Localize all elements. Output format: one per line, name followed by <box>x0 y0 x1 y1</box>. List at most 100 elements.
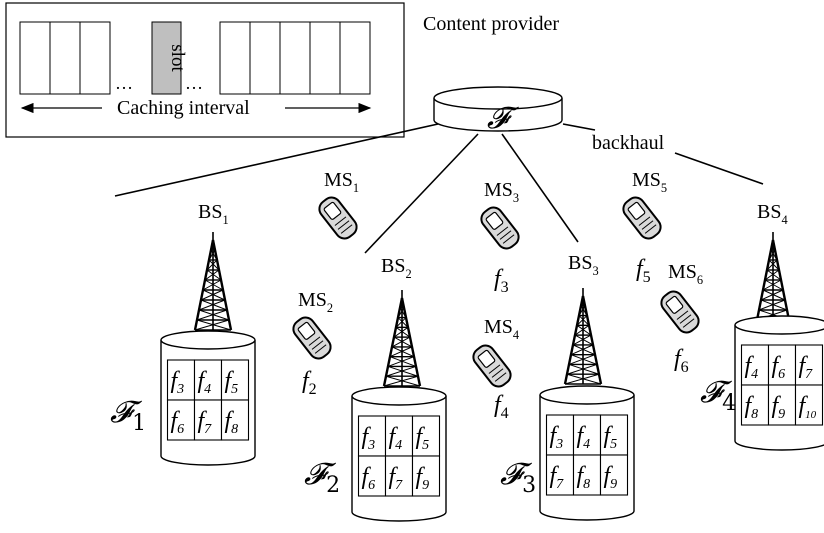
file-index: 4 <box>583 437 590 452</box>
file-index: 4 <box>204 382 211 397</box>
link-bs3 <box>501 133 579 243</box>
slot-row-left <box>19 21 111 95</box>
cached-file-label: f4 <box>389 424 403 453</box>
cached-file-label: f5 <box>416 424 430 453</box>
ellipsis-left: … <box>115 73 133 93</box>
mobile-station-label-sub: 3 <box>513 191 519 205</box>
file-letter: f <box>494 266 504 292</box>
mobile-station-label-main: MS <box>668 261 697 283</box>
slot-row-right <box>219 21 371 95</box>
file-index: 7 <box>395 478 403 493</box>
mobile-station-label: MS1 <box>324 169 359 195</box>
file-letter: f <box>362 464 372 490</box>
base-station-label-main: BS <box>757 201 781 223</box>
cached-file-label: f3 <box>362 424 376 453</box>
file-index: 4 <box>751 367 758 382</box>
mobile-station-6: MS6 f6 <box>660 261 703 376</box>
file-letter: f <box>225 368 235 394</box>
file-index: 6 <box>177 422 184 437</box>
file-letter: f <box>799 393 809 419</box>
mobile-station-label-main: MS <box>484 179 513 201</box>
base-station-label: BS2 <box>381 255 412 281</box>
cache-set-index: 4 <box>722 391 736 416</box>
file-letter: f <box>636 256 646 282</box>
slot-label: slot <box>167 44 188 72</box>
cached-file-label: f9 <box>416 464 430 493</box>
mobile-station-label-sub: 1 <box>353 181 359 195</box>
content-provider-database: 𝓕 <box>433 86 563 136</box>
file-letter: f <box>389 424 399 450</box>
cached-file-label: f7 <box>389 464 404 493</box>
cached-file-cell <box>794 344 824 386</box>
file-letter: f <box>225 408 235 434</box>
file-letter: f <box>745 353 755 379</box>
slot-cell <box>79 21 111 95</box>
cache-set-label: 𝓕4 <box>700 375 736 416</box>
cache-set-index: 1 <box>132 411 146 436</box>
base-station-label-sub: 1 <box>222 213 228 227</box>
requested-file-label: f6 <box>674 346 689 376</box>
file-letter: f <box>416 464 426 490</box>
file-letter: f <box>772 353 782 379</box>
file-letter: f <box>550 463 560 489</box>
cached-file-label: f8 <box>225 408 239 437</box>
cached-file-cell <box>166 399 196 441</box>
mobile-station-label-sub: 6 <box>697 273 703 287</box>
cached-file-label: f5 <box>604 423 618 452</box>
file-letter: f <box>799 353 809 379</box>
mobile-phone-icon <box>318 196 358 240</box>
mobile-station-label-main: MS <box>632 169 661 191</box>
mobile-station-label-main: MS <box>298 289 327 311</box>
backhaul-links <box>114 123 764 254</box>
tower-icon <box>193 232 233 331</box>
file-index: 6 <box>368 478 375 493</box>
requested-file-label: f3 <box>494 266 509 296</box>
cached-file-cell <box>411 455 441 497</box>
cached-file-cell <box>193 399 223 441</box>
cache-set-index: 3 <box>522 473 536 498</box>
file-letter: f <box>772 393 782 419</box>
link-bs1 <box>114 123 439 197</box>
cached-file-cell <box>599 414 629 456</box>
slot-cell <box>309 21 341 95</box>
cached-file-cell <box>411 415 441 457</box>
cache-cylinder-top <box>351 386 447 406</box>
file-index: 7 <box>556 477 564 492</box>
cached-file-cell <box>384 415 414 457</box>
file-index: 3 <box>367 438 375 453</box>
file-letter: f <box>171 368 181 394</box>
file-index: 8 <box>583 477 590 492</box>
mobile-station-label-sub: 2 <box>327 301 333 315</box>
mobile-station-label: MS3 <box>484 179 519 205</box>
mobile-station-label: MS2 <box>298 289 333 315</box>
mobile-station-1: MS1 <box>318 169 359 240</box>
file-letter: f <box>604 423 614 449</box>
file-letter: f <box>198 408 208 434</box>
cached-file-label: f7 <box>550 463 565 492</box>
caching-interval-legend: … slot … Caching interval <box>5 2 405 138</box>
mobile-station-label-main: MS <box>324 169 353 191</box>
link-bs4-a <box>562 123 596 131</box>
file-letter: f <box>198 368 208 394</box>
cache-set-label: 𝓕1 <box>110 395 146 436</box>
file-index: 10 <box>805 409 817 421</box>
backhaul-label: backhaul <box>592 132 665 154</box>
file-letter: f <box>171 408 181 434</box>
base-station-label-main: BS <box>381 255 405 277</box>
cached-file-cell <box>740 384 770 426</box>
base-station-label-sub: 4 <box>781 213 787 227</box>
base-station-label: BS3 <box>568 252 599 278</box>
cached-file-cell <box>572 414 602 456</box>
tower-icon <box>753 232 793 331</box>
file-letter: f <box>577 423 587 449</box>
cached-file-label: f6 <box>171 408 185 437</box>
highlighted-slot <box>151 21 182 95</box>
